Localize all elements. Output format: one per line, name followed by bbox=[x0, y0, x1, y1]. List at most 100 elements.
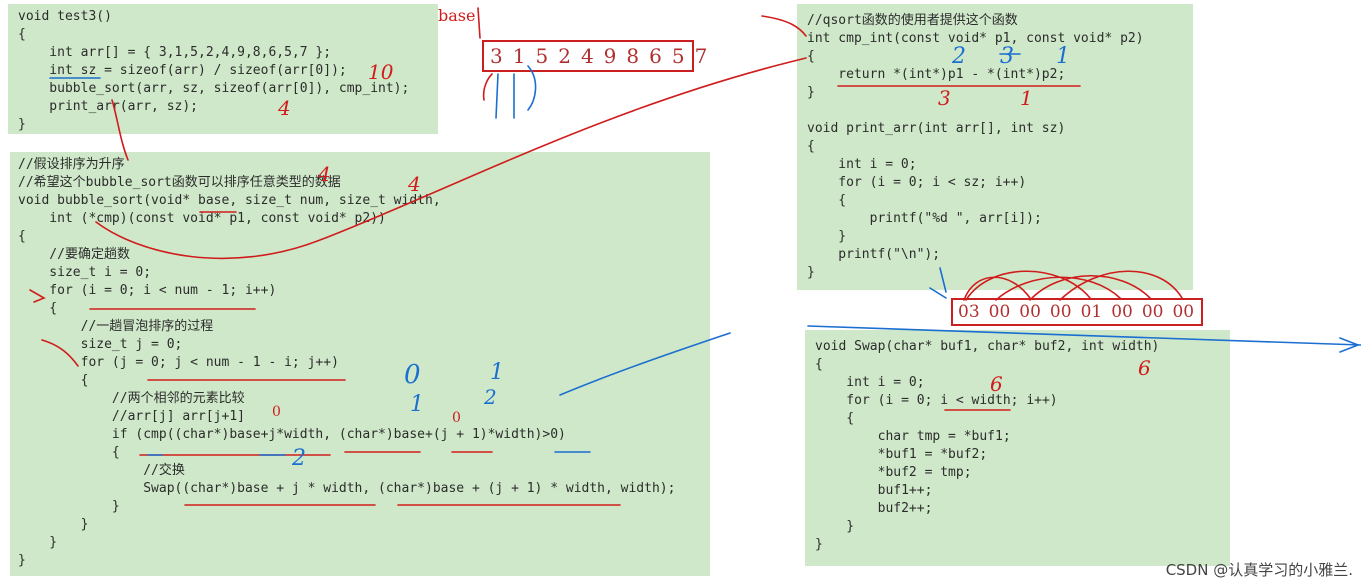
array-cell: 9 bbox=[603, 44, 617, 68]
code-line: *buf1 = *buf2; bbox=[815, 447, 988, 462]
byte-cell: 00 bbox=[1019, 302, 1041, 322]
anno-blue-2b: 2 bbox=[484, 385, 497, 409]
code-line: //要确定趟数 bbox=[18, 247, 130, 262]
code-line: } bbox=[815, 519, 855, 534]
anno-6b: 6 bbox=[1138, 356, 1151, 380]
code-line: //交换 bbox=[18, 463, 185, 478]
code-line: void bubble_sort(void* base, size_t num,… bbox=[18, 193, 441, 208]
anno-6a: 6 bbox=[990, 372, 1003, 396]
array-cell: 6 bbox=[649, 44, 662, 68]
code-line: char tmp = *buf1; bbox=[815, 429, 1011, 444]
code-line: int sz = sizeof(arr) / sizeof(arr[0]); bbox=[18, 63, 347, 78]
array-cell: 4 bbox=[580, 44, 594, 68]
code-line: { bbox=[18, 373, 89, 388]
code-line: } bbox=[18, 499, 120, 514]
code-line: printf("\n"); bbox=[807, 247, 941, 262]
code-panel-swap: void Swap(char* buf1, char* buf2, int wi… bbox=[805, 330, 1230, 566]
code-line: { bbox=[815, 411, 855, 426]
anno-blue-2c: 2 bbox=[292, 446, 306, 471]
code-line: { bbox=[18, 27, 26, 42]
code-line: for (i = 0; i < sz; i++) bbox=[807, 175, 1027, 190]
code-line: //qsort函数的使用者提供这个函数 bbox=[807, 13, 1018, 28]
blue-arrow-array bbox=[495, 65, 537, 119]
code-line: print_arr(arr, sz); bbox=[18, 99, 199, 114]
code-line: { bbox=[807, 193, 847, 208]
code-line: } bbox=[18, 553, 26, 568]
code-line: Swap((char*)base + j * width, (char*)bas… bbox=[18, 481, 676, 496]
blue-arrow-right bbox=[1339, 337, 1361, 353]
array-cell: 7 bbox=[694, 44, 708, 68]
code-line: return *(int*)p1 - *(int*)p2; bbox=[807, 67, 1066, 82]
code-line: int i = 0; bbox=[807, 157, 917, 172]
anno-blue-1a: 1 bbox=[490, 360, 504, 385]
code-line: bubble_sort(arr, sz, sizeof(arr[0]), cmp… bbox=[18, 81, 410, 96]
code-panel-cmp-print: //qsort函数的使用者提供这个函数 int cmp_int(const voi… bbox=[797, 4, 1193, 290]
anno-blue-1b: 1 bbox=[410, 392, 424, 417]
code-line: size_t i = 0; bbox=[18, 265, 152, 280]
code-line: { bbox=[815, 357, 823, 372]
code-line: //假设排序为升序 bbox=[18, 157, 125, 172]
anno-blue-2a: 2 bbox=[952, 44, 966, 69]
anno-0b: 0 bbox=[452, 410, 461, 426]
code-line: printf("%d ", arr[i]); bbox=[807, 211, 1042, 226]
code-line: } bbox=[807, 85, 815, 100]
code-line: //两个相邻的元素比较 bbox=[18, 391, 245, 406]
code-line: *buf2 = tmp; bbox=[815, 465, 972, 480]
code-line: int cmp_int(const void* p1, const void* … bbox=[807, 31, 1144, 46]
code-line: void print_arr(int arr[], int sz) bbox=[807, 121, 1066, 136]
code-line: } bbox=[18, 517, 89, 532]
code-line: { bbox=[18, 301, 58, 316]
anno-blue-0: 0 bbox=[404, 360, 421, 390]
anno-blue-3: 3 bbox=[1000, 44, 1014, 69]
code-line: //一趟冒泡排序的过程 bbox=[18, 319, 214, 334]
anno-10: 10 bbox=[368, 60, 394, 84]
byte-cell: 00 bbox=[1111, 302, 1133, 322]
anno-1: 1 bbox=[1020, 86, 1033, 110]
code-line: int i = 0; bbox=[815, 375, 925, 390]
code-line: //希望这个bubble_sort函数可以排序任意类型的数据 bbox=[18, 175, 341, 190]
anno-blue-1c: 1 bbox=[1056, 44, 1070, 69]
anno-4a: 4 bbox=[278, 96, 291, 120]
byte-cell: 03 bbox=[958, 302, 980, 322]
arrow-base-down bbox=[477, 7, 481, 39]
code-line: size_t j = 0; bbox=[18, 337, 183, 352]
array-cell: 8 bbox=[626, 44, 640, 68]
code-line: void test3() bbox=[18, 9, 112, 24]
code-line: { bbox=[18, 229, 26, 244]
array-cell: 5 bbox=[671, 44, 685, 68]
arrow-array-start bbox=[482, 73, 493, 101]
byte-cell: 00 bbox=[1172, 302, 1195, 322]
code-line: } bbox=[815, 537, 823, 552]
code-line: } bbox=[807, 265, 815, 280]
byte-cell: 00 bbox=[1141, 302, 1164, 322]
byte-cell: 00 bbox=[1049, 302, 1072, 322]
watermark: CSDN @认真学习的小雅兰. bbox=[1165, 561, 1353, 579]
code-line: { bbox=[807, 139, 815, 154]
array-cell: 2 bbox=[558, 44, 571, 68]
code-line: for (i = 0; i < num - 1; i++) bbox=[18, 283, 277, 298]
code-line: int arr[] = { 3,1,5,2,4,9,8,6,5,7 }; bbox=[18, 45, 332, 60]
byte-cell: 00 bbox=[988, 302, 1011, 322]
code-line: void Swap(char* buf1, char* buf2, int wi… bbox=[815, 339, 1160, 354]
anno-3: 3 bbox=[938, 86, 951, 110]
anno-0a: 0 bbox=[272, 404, 281, 420]
code-line: } bbox=[18, 117, 26, 132]
code-line: if (cmp((char*)base+j*width, (char*)base… bbox=[18, 427, 566, 442]
array-cell: 1 bbox=[512, 44, 526, 68]
array-cell: 5 bbox=[535, 44, 549, 68]
anno-4c: 4 bbox=[408, 172, 421, 196]
code-line: } bbox=[807, 229, 847, 244]
code-line: buf1++; bbox=[815, 483, 933, 498]
code-line: buf2++; bbox=[815, 501, 933, 516]
array-cell: 3 bbox=[490, 44, 503, 68]
code-line: { bbox=[18, 445, 120, 460]
code-line: for (j = 0; j < num - 1 - i; j++) bbox=[18, 355, 339, 370]
code-line: int (*cmp)(const void* p1, const void* p… bbox=[18, 211, 386, 226]
code-line: //arr[j] arr[j+1] bbox=[18, 409, 245, 424]
base-label: base bbox=[438, 6, 476, 25]
code-line: for (i = 0; i < width; i++) bbox=[815, 393, 1058, 408]
code-line: { bbox=[807, 49, 815, 64]
